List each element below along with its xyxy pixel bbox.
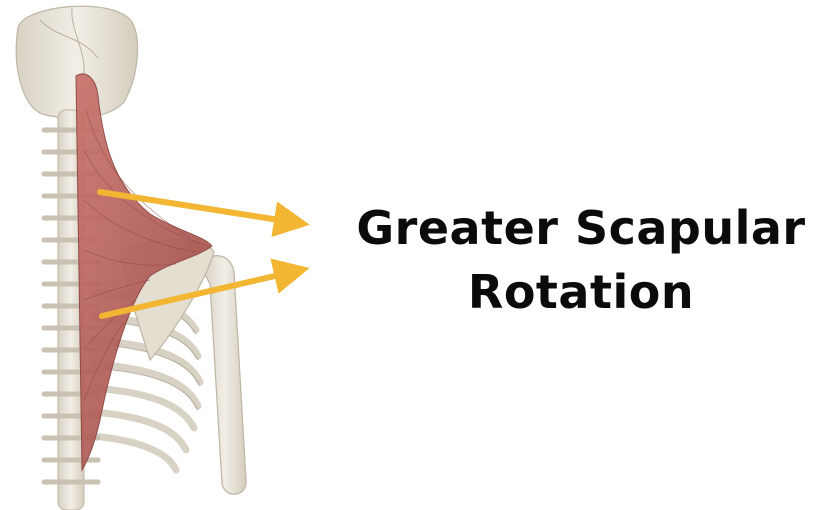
skeleton-trapezius-illustration xyxy=(0,0,330,510)
caption-line-2: Rotation xyxy=(350,260,812,324)
caption-line-1: Greater Scapular xyxy=(350,196,812,260)
caption: Greater Scapular Rotation xyxy=(350,196,812,324)
